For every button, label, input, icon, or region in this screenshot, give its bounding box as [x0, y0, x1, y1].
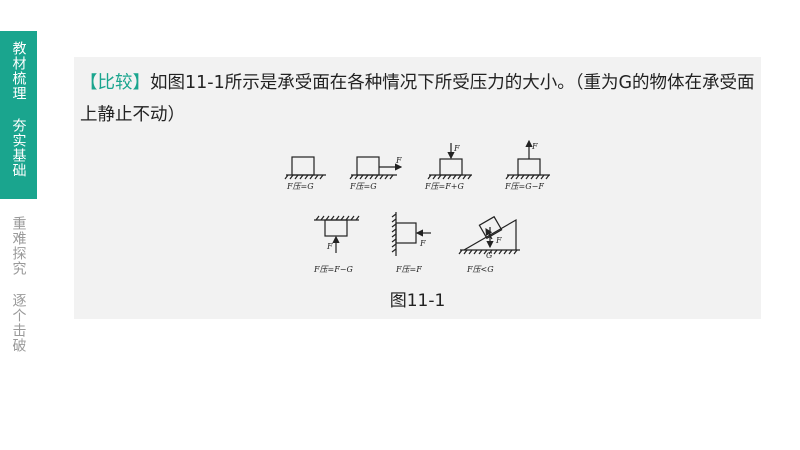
question-body: 如图11-1所示是承受面在各种情况下所受压力的大小。（重为G的物体在承受面上静止…: [80, 73, 755, 125]
sidebar-tab-explore[interactable]: 重难探究 逐个击破: [0, 212, 37, 362]
content-panel: 【比较】如图11-1所示是承受面在各种情况下所受压力的大小。（重为G的物体在承受…: [74, 57, 761, 319]
panel-7-equation: F压<G: [466, 265, 494, 274]
question-text: 【比较】如图11-1所示是承受面在各种情况下所受压力的大小。（重为G的物体在承受…: [80, 67, 756, 131]
panel-4-equation: F压=G−F: [504, 182, 544, 191]
panel-7-diagram: [458, 215, 520, 255]
panel-2-diagram: [349, 156, 403, 180]
sidebar-tab-basics-label: 教材梳理 夯实基础: [10, 41, 27, 178]
panel-2-equation: F压=G: [349, 182, 377, 191]
panel-3-force-label: F: [453, 144, 460, 153]
panel-7-gravity-label: G: [486, 251, 493, 260]
panel-7-force-label: F: [495, 236, 502, 245]
panel-6-diagram: [391, 212, 431, 256]
panel-2-force-label: F: [395, 156, 402, 165]
panel-5-force-label: F: [326, 242, 333, 251]
question-tag: 【比较】: [80, 73, 150, 93]
panel-5-equation: F压=F−G: [313, 265, 354, 274]
panel-6-force-label: F: [419, 239, 426, 248]
panel-3-diagram: [427, 143, 472, 180]
panel-5-diagram: [314, 215, 360, 253]
panel-4-force-label: F: [531, 142, 538, 151]
panel-3-equation: F压=F+G: [424, 182, 465, 191]
panel-1-equation: F压=G: [286, 182, 314, 191]
sidebar-tab-basics[interactable]: 教材梳理 夯实基础: [0, 31, 37, 199]
panel-1-diagram: [284, 156, 326, 180]
pressure-figure: F F F F F F G F压=G F压=G F压=F+G F压=G−F F压…: [284, 139, 550, 274]
figure-caption: 图11-1: [389, 291, 446, 311]
panel-6-equation: F压=F: [395, 265, 422, 274]
sidebar-tab-explore-label: 重难探究 逐个击破: [10, 216, 27, 353]
panel-4-diagram: [505, 139, 550, 180]
